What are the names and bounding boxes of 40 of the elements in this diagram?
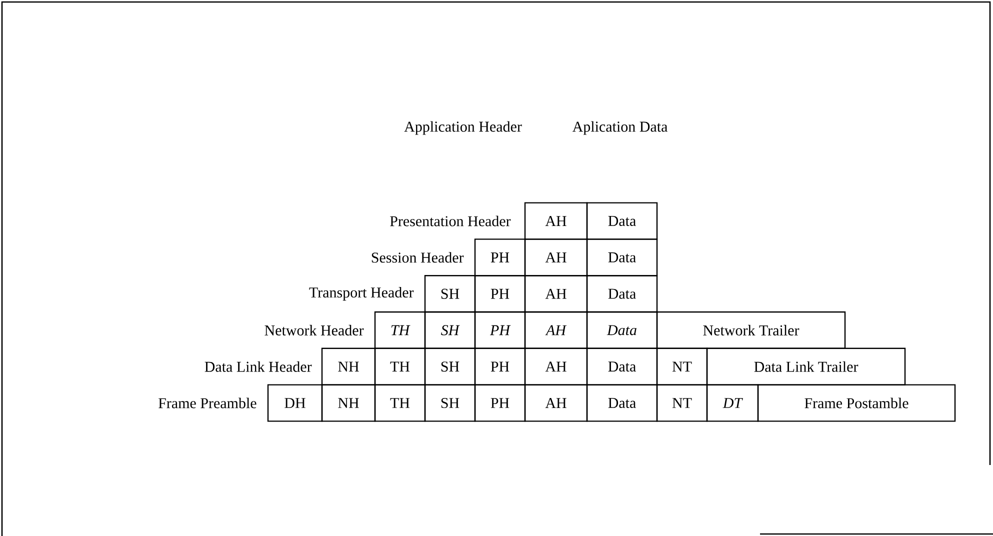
header-cell: PH (474, 275, 526, 313)
layer-label: Session Header (372, 252, 464, 263)
header-cell: PH (474, 311, 526, 349)
header-cell: Data (586, 348, 658, 386)
header-cell: AH (524, 275, 588, 313)
header-cell: DH (267, 384, 323, 422)
header-cell: DT (706, 384, 759, 422)
layer-label: Transport Header (309, 287, 414, 301)
header-cell: TH (374, 384, 426, 422)
header-cell: Frame Postamble (757, 384, 956, 422)
header-cell: NT (656, 348, 708, 386)
header-cell: Data (586, 311, 658, 349)
header-cell: Data (586, 238, 658, 276)
header-cell: SH (424, 384, 476, 422)
layer-label: Data Link Header (204, 361, 312, 372)
layer-label: Presentation Header (390, 216, 511, 226)
header-cell: AH (524, 311, 588, 349)
header-cell: PH (474, 384, 526, 422)
header-cell: Data Link Trailer (706, 348, 906, 386)
header-cell: AH (524, 348, 588, 386)
layer-label: Application Header (404, 121, 522, 135)
header-cell: TH (374, 348, 426, 386)
header-cell: Data (586, 202, 658, 240)
header-cell: NT (656, 384, 708, 422)
header-cell: Network Trailer (656, 311, 846, 349)
header-cell: NH (321, 384, 376, 422)
header-cell: PH (474, 238, 526, 276)
header-cell: NH (321, 348, 376, 386)
header-cell: SH (424, 311, 476, 349)
header-cell: AH (524, 202, 588, 240)
layer-label: Network Header (264, 324, 364, 336)
header-cell: Data (586, 384, 658, 422)
header-cell: AH (524, 384, 588, 422)
header-cell: PH (474, 348, 526, 386)
header-cell: AH (524, 238, 588, 276)
layer-label: Aplication Data (572, 121, 668, 135)
header-cell: SH (424, 348, 476, 386)
header-cell: TH (374, 311, 426, 349)
header-cell: Data (586, 275, 658, 313)
header-cell: SH (424, 275, 476, 313)
